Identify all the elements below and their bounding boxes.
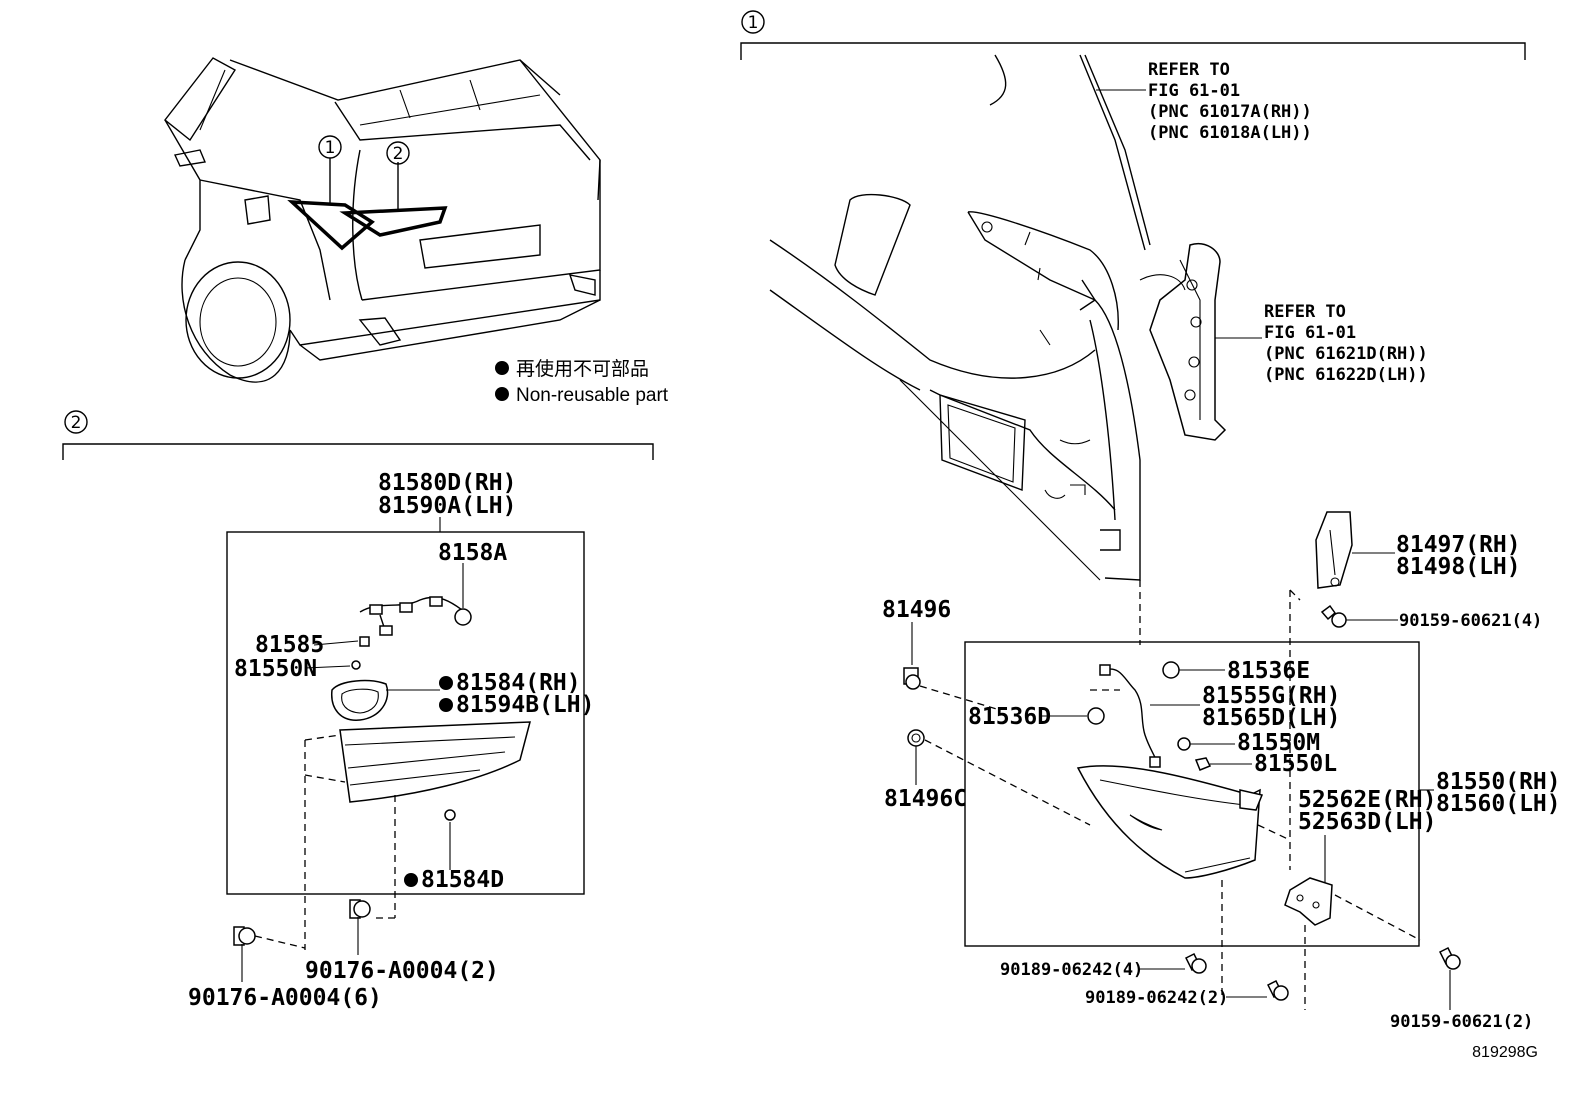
assembly-box-2 (226, 531, 585, 895)
gasket-81584 (331, 679, 389, 721)
refer-61621-l1: REFER TO (1264, 302, 1346, 322)
legend: 再使用不可部品 Non-reusable part (495, 358, 669, 406)
label-90189a: 90189-06242(4) (1000, 960, 1143, 980)
wire-harness-81585 (359, 596, 466, 636)
screw-90189-4 (1140, 952, 1207, 974)
non-reusable-dot-icon (495, 361, 509, 375)
bulb-81550l (1194, 757, 1212, 771)
lamp-assembly-81550 (1076, 765, 1264, 879)
label-81580d: 81580D(RH) (378, 470, 516, 496)
label-81497: 81497(RH) (1396, 532, 1521, 558)
nut-81536e (1162, 661, 1180, 679)
screw-90176-2 (349, 899, 371, 955)
screw-90159-2 (1438, 946, 1461, 1010)
refer-61017-l3: (PNC 61017A(RH)) (1148, 102, 1312, 122)
refer-61621-l4: (PNC 61622D(LH)) (1264, 365, 1428, 385)
figure-id: 819298G (1472, 1044, 1538, 1061)
section-2: 2 81580D(RH) 81590A(LH) 8158A 81585 8155… (62, 410, 654, 1011)
vehicle-overview (164, 57, 601, 383)
refer-61621-l2: FIG 61-01 (1264, 323, 1356, 343)
label-81585: 81585 (255, 632, 324, 658)
screw-90176-6 (233, 926, 306, 982)
lamp-assembly-81580d (339, 721, 531, 803)
refer-61017-l1: REFER TO (1148, 60, 1230, 80)
body-quarter-panel (769, 54, 1151, 581)
label-52563d: 52563D(LH) (1298, 809, 1436, 835)
non-reusable-dot-icon (404, 873, 418, 887)
label-81584d: 81584D (421, 867, 504, 893)
svg-text:2: 2 (393, 144, 404, 164)
non-reusable-dot-icon (439, 676, 453, 690)
refer-61017-l2: FIG 61-01 (1148, 81, 1240, 101)
non-reusable-dot-icon (495, 387, 509, 401)
screw-90189-2 (1226, 979, 1289, 1001)
wire-harness-81555g (1099, 664, 1200, 768)
cover-81497 (1315, 511, 1395, 589)
gasket-81584d (444, 809, 456, 821)
label-90159b: 90159-60621(2) (1390, 1012, 1533, 1032)
label-81496c: 81496C (884, 786, 967, 812)
label-81590a: 81590A(LH) (378, 493, 516, 519)
non-reusable-dot-icon (439, 698, 453, 712)
section-1: 1 (740, 10, 1561, 1032)
label-81555g: 81555G(RH) (1202, 683, 1340, 709)
label-90176a: 90176-A0004(2) (305, 958, 499, 984)
legend-en: Non-reusable part (516, 385, 669, 406)
label-81560: 81560(LH) (1436, 791, 1561, 817)
label-81550n: 81550N (234, 656, 317, 682)
label-81536d: 81536D (968, 704, 1051, 730)
socket-81550m (1177, 737, 1191, 751)
nut-81496 (903, 622, 1001, 711)
section-1-callout: 1 (748, 13, 759, 33)
label-81550: 81550(RH) (1436, 769, 1561, 795)
bracket-52562e (1284, 835, 1333, 926)
label-90189b: 90189-06242(2) (1085, 988, 1228, 1008)
label-52562e: 52562E(RH) (1298, 787, 1436, 813)
label-81498: 81498(LH) (1396, 554, 1521, 580)
bulb-81585 (359, 636, 370, 647)
label-81594b: 81594B(LH) (456, 692, 594, 718)
clip-81550n (351, 660, 361, 670)
bracket-61621d (1139, 243, 1262, 441)
label-81584: 81584(RH) (456, 670, 581, 696)
label-8158a: 8158A (438, 540, 507, 566)
label-81565d: 81565D(LH) (1202, 705, 1340, 731)
legend-jp: 再使用不可部品 (516, 358, 649, 380)
section-2-callout: 2 (71, 413, 82, 433)
nut-81536d (1087, 707, 1105, 725)
callout-1-overview: 1 (318, 135, 342, 159)
label-90176b: 90176-A0004(6) (188, 985, 382, 1011)
label-81496: 81496 (882, 597, 951, 623)
label-90159a: 90159-60621(4) (1399, 611, 1542, 631)
socket-8158a (454, 608, 472, 626)
refer-61621-l3: (PNC 61621D(RH)) (1264, 344, 1428, 364)
callout-2-overview: 2 (386, 141, 410, 165)
refer-61017-l4: (PNC 61018A(LH)) (1148, 123, 1312, 143)
label-81536e: 81536E (1227, 658, 1310, 684)
svg-text:1: 1 (325, 138, 336, 158)
assembly-box-1 (964, 641, 1420, 947)
screw-90159-4 (1289, 589, 1398, 870)
label-81550l: 81550L (1254, 751, 1337, 777)
label-81550m: 81550M (1237, 730, 1320, 756)
nut-81496c (907, 729, 1091, 826)
